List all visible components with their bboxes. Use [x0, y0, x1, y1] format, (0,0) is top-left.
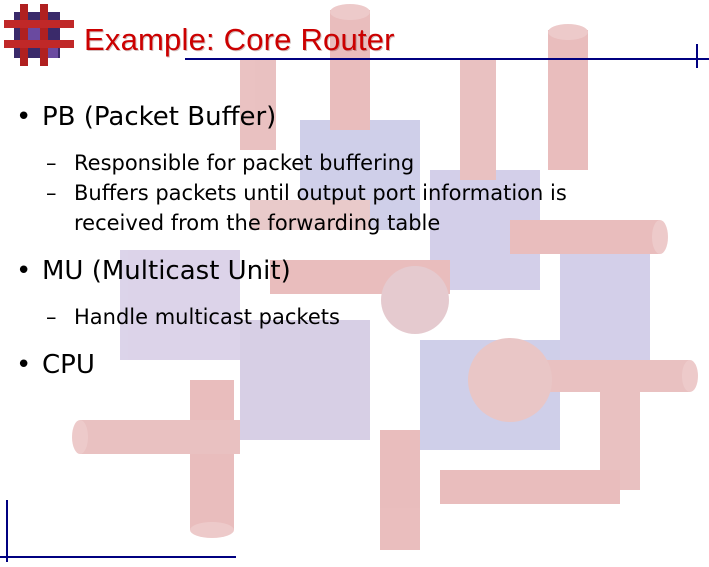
sub-bullet-item: – Handle multicast packets	[16, 302, 696, 332]
slide-title: Example: Core Router	[84, 22, 395, 57]
bullet-glyph: •	[16, 102, 32, 132]
sub-bullet-glyph: –	[46, 151, 57, 175]
sub-bullet-item: – Buffers packets until output port info…	[16, 178, 696, 208]
bullet-glyph: •	[16, 350, 32, 380]
lattice-logo-icon	[4, 4, 74, 66]
sub-bullet-glyph: –	[46, 181, 57, 205]
bullet-group-mu: • MU (Multicast Unit) – Handle multicast…	[16, 254, 696, 332]
bullet-text: MU (Multicast Unit)	[42, 256, 291, 286]
bullet-item: • CPU	[16, 348, 696, 382]
bottom-left-rule	[6, 500, 8, 562]
sub-bullet-text: received from the forwarding table	[74, 211, 441, 235]
top-right-rule	[696, 44, 698, 68]
sub-bullet-text: Buffers packets until output port inform…	[74, 181, 567, 205]
bullet-group-pb: • PB (Packet Buffer) – Responsible for p…	[16, 100, 696, 238]
bullet-glyph: •	[16, 256, 32, 286]
sub-bullet-item: – Responsible for packet buffering	[16, 148, 696, 178]
sub-bullet-glyph: –	[46, 305, 57, 329]
bullet-text: PB (Packet Buffer)	[42, 102, 277, 132]
sub-bullet-text: Handle multicast packets	[74, 305, 340, 329]
slide-body: • PB (Packet Buffer) – Responsible for p…	[16, 100, 696, 398]
sub-bullet-continuation: received from the forwarding table	[16, 208, 696, 238]
bullet-group-cpu: • CPU	[16, 348, 696, 382]
sub-bullet-text: Responsible for packet buffering	[74, 151, 415, 175]
bottom-rule	[0, 556, 236, 558]
bullet-text: CPU	[42, 350, 95, 380]
top-rule	[185, 58, 709, 60]
sub-bullet-list: – Responsible for packet buffering – Buf…	[16, 148, 696, 238]
bullet-item: • MU (Multicast Unit)	[16, 254, 696, 288]
bullet-item: • PB (Packet Buffer)	[16, 100, 696, 134]
sub-bullet-list: – Handle multicast packets	[16, 302, 696, 332]
